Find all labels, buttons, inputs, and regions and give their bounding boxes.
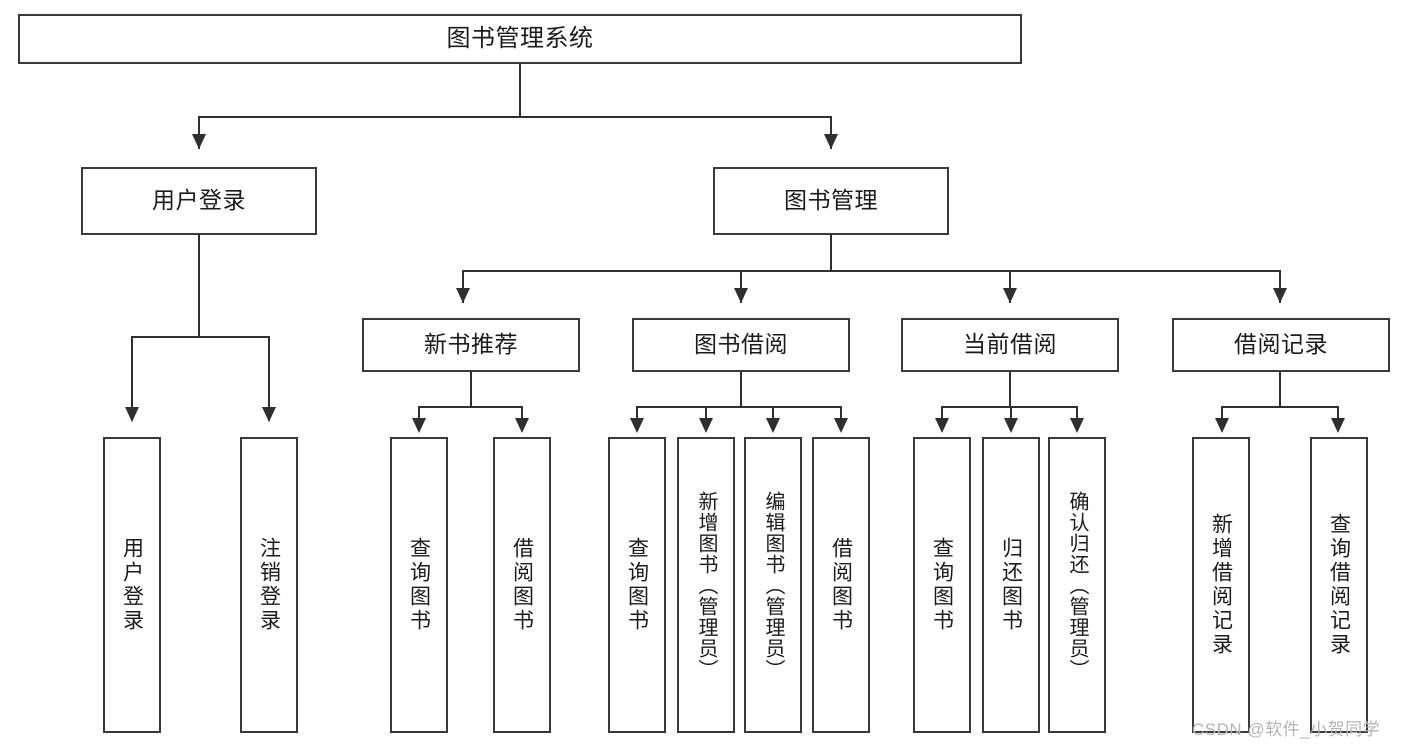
leaf-return-book[interactable]: 归还图书 bbox=[982, 437, 1040, 733]
leaf-query-books-current[interactable]: 查询图书 bbox=[913, 437, 971, 733]
connector-userlogin-drop-2 bbox=[268, 336, 270, 421]
connector-newbook-drop-1 bbox=[418, 406, 420, 422]
node-label: 图书借阅 bbox=[694, 331, 788, 358]
node-label: 当前借阅 bbox=[963, 331, 1057, 358]
arrow-icon-borrowrecord-2 bbox=[1331, 418, 1345, 433]
node-label: 借阅记录 bbox=[1234, 331, 1328, 358]
connector-bookborrow-drop-2 bbox=[705, 406, 707, 422]
leaf-query-books-borrow[interactable]: 查询图书 bbox=[608, 437, 666, 733]
arrow-icon-bookmgmt-2 bbox=[734, 288, 748, 303]
connector-bookborrow-bus bbox=[636, 406, 842, 408]
node-label: 查询图书 bbox=[930, 537, 954, 633]
connector-bookmgmt-bus bbox=[462, 270, 1280, 272]
connector-borrowrecord-drop-1 bbox=[1221, 406, 1223, 422]
arrow-icon-bookborrow-2 bbox=[699, 418, 713, 433]
node-borrow-record[interactable]: 借阅记录 bbox=[1172, 318, 1390, 372]
arrow-icon-bookborrow-1 bbox=[630, 418, 644, 433]
connector-borrowrecord-bus bbox=[1221, 406, 1339, 408]
node-current-borrow[interactable]: 当前借阅 bbox=[901, 318, 1119, 372]
connector-userlogin-stem bbox=[198, 235, 200, 336]
node-label: 注销登录 bbox=[257, 537, 281, 633]
node-label: 归还图书 bbox=[999, 537, 1023, 633]
leaf-add-borrow-record[interactable]: 新增借阅记录 bbox=[1192, 437, 1250, 733]
arrow-icon-userlogin-2 bbox=[262, 407, 276, 422]
node-root-system[interactable]: 图书管理系统 bbox=[18, 14, 1022, 64]
connector-currentborrow-bus bbox=[941, 406, 1078, 408]
connector-bookmgmt-drop-1 bbox=[462, 270, 464, 303]
arrow-icon-bookmgmt-3 bbox=[1003, 288, 1017, 303]
node-user-login[interactable]: 用户登录 bbox=[81, 167, 317, 235]
watermark-text: CSDN @软件_小贺同学 bbox=[1192, 720, 1381, 739]
leaf-borrow-book[interactable]: 借阅图书 bbox=[812, 437, 870, 733]
leaf-edit-book-admin[interactable]: 编辑图书（管理员） bbox=[744, 437, 802, 733]
connector-root-bus bbox=[198, 116, 832, 118]
node-label: 编辑图书（管理员） bbox=[762, 490, 784, 680]
connector-borrowrecord-drop-2 bbox=[1337, 406, 1339, 422]
node-label: 图书管理 bbox=[784, 187, 878, 214]
connector-newbook-bus bbox=[418, 406, 523, 408]
arrow-icon-newbook-1 bbox=[412, 418, 426, 433]
leaf-user-login[interactable]: 用户登录 bbox=[103, 437, 161, 733]
connector-bookmgmt-stem bbox=[830, 235, 832, 270]
arrow-icon-bookmgmt-4 bbox=[1273, 288, 1287, 303]
connector-root-drop-1 bbox=[198, 116, 200, 149]
connector-borrowrecord-stem bbox=[1279, 372, 1281, 406]
node-label: 借阅图书 bbox=[829, 537, 853, 633]
arrow-icon-root-2 bbox=[824, 134, 838, 149]
arrow-icon-currentborrow-2 bbox=[1004, 418, 1018, 433]
node-label: 新增图书（管理员） bbox=[695, 490, 717, 680]
leaf-add-book-admin[interactable]: 新增图书（管理员） bbox=[677, 437, 735, 733]
node-label: 新增借阅记录 bbox=[1209, 513, 1233, 657]
arrow-icon-currentborrow-3 bbox=[1070, 418, 1084, 433]
arrow-icon-bookborrow-3 bbox=[766, 418, 780, 433]
arrow-icon-newbook-2 bbox=[515, 418, 529, 433]
leaf-query-borrow-record[interactable]: 查询借阅记录 bbox=[1310, 437, 1368, 733]
connector-currentborrow-stem bbox=[1009, 372, 1011, 406]
node-new-book-recommend[interactable]: 新书推荐 bbox=[362, 318, 580, 372]
node-label: 图书管理系统 bbox=[446, 24, 594, 52]
node-label: 新书推荐 bbox=[424, 331, 518, 358]
node-book-management[interactable]: 图书管理 bbox=[713, 167, 949, 235]
node-label: 查询图书 bbox=[625, 537, 649, 633]
connector-root-drop-2 bbox=[830, 116, 832, 149]
leaf-logout[interactable]: 注销登录 bbox=[240, 437, 298, 733]
arrow-icon-currentborrow-1 bbox=[935, 418, 949, 433]
connector-bookborrow-stem bbox=[740, 372, 742, 406]
leaf-confirm-return-admin[interactable]: 确认归还（管理员） bbox=[1048, 437, 1106, 733]
connector-bookborrow-drop-3 bbox=[772, 406, 774, 422]
leaf-query-books-recommend[interactable]: 查询图书 bbox=[390, 437, 448, 733]
arrow-icon-userlogin-1 bbox=[125, 407, 139, 422]
node-label: 查询借阅记录 bbox=[1327, 513, 1351, 657]
connector-bookmgmt-drop-4 bbox=[1279, 270, 1281, 303]
connector-userlogin-bus bbox=[131, 336, 270, 338]
arrow-icon-root-1 bbox=[192, 134, 206, 149]
node-label: 查询图书 bbox=[407, 537, 431, 633]
arrow-icon-bookborrow-4 bbox=[834, 418, 848, 433]
node-label: 用户登录 bbox=[120, 537, 144, 633]
connector-root-stem bbox=[519, 64, 521, 116]
connector-bookmgmt-drop-2 bbox=[740, 270, 742, 303]
connector-bookborrow-drop-1 bbox=[636, 406, 638, 422]
connector-newbook-stem bbox=[470, 372, 472, 406]
arrow-icon-borrowrecord-1 bbox=[1215, 418, 1229, 433]
connector-currentborrow-drop-1 bbox=[941, 406, 943, 422]
arrow-icon-bookmgmt-1 bbox=[456, 288, 470, 303]
node-book-borrow[interactable]: 图书借阅 bbox=[632, 318, 850, 372]
connector-currentborrow-drop-3 bbox=[1076, 406, 1078, 422]
node-label: 确认归还（管理员） bbox=[1066, 490, 1088, 680]
connector-newbook-drop-2 bbox=[521, 406, 523, 422]
connector-bookborrow-drop-4 bbox=[840, 406, 842, 422]
node-label: 用户登录 bbox=[152, 187, 246, 214]
connector-currentborrow-drop-2 bbox=[1010, 406, 1012, 422]
leaf-borrow-books-recommend[interactable]: 借阅图书 bbox=[493, 437, 551, 733]
connector-userlogin-drop-1 bbox=[131, 336, 133, 421]
connector-bookmgmt-drop-3 bbox=[1009, 270, 1011, 303]
node-label: 借阅图书 bbox=[510, 537, 534, 633]
